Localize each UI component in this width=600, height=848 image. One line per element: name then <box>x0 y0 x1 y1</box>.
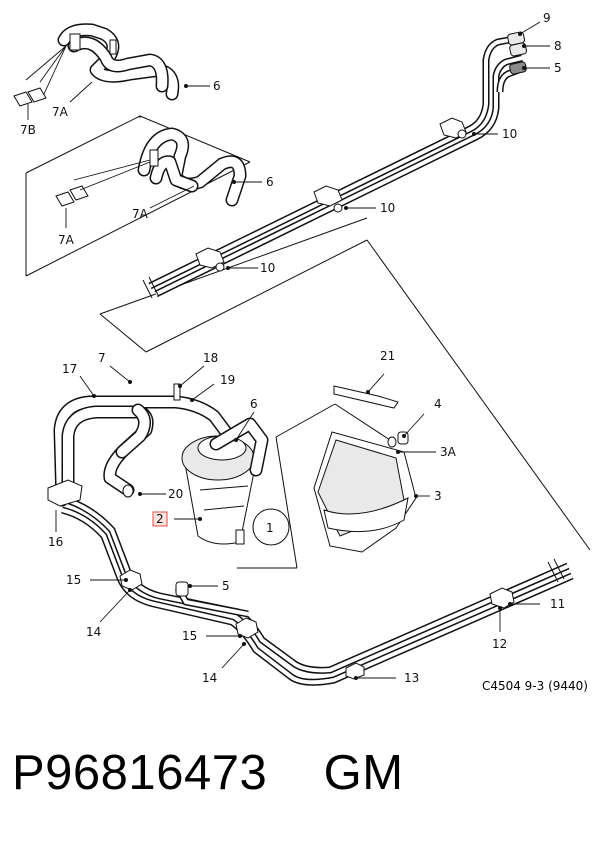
callout-16: 16 <box>48 535 63 549</box>
fuel-filter <box>181 417 290 546</box>
leader-lines <box>25 21 550 680</box>
callout-17: 17 <box>62 362 77 376</box>
upper-hoses <box>13 23 180 107</box>
callout-labels: 9 8 5 10 10 10 6 7A 7B 6 7A 7A 17 7 18 1… <box>20 11 565 685</box>
fuel-line-diagram: 9 8 5 10 10 10 6 7A 7B 6 7A 7A 17 7 18 1… <box>13 11 591 686</box>
detail-frame-upper <box>25 115 251 277</box>
callout-11: 11 <box>550 597 565 611</box>
callout-12: 12 <box>492 637 507 651</box>
callout-10-c: 10 <box>260 261 275 275</box>
left-hose-assembly <box>47 383 239 507</box>
callout-4: 4 <box>434 397 442 411</box>
callout-2-highlighted: 2 <box>156 512 164 526</box>
callout-7b: 7B <box>20 123 36 137</box>
callout-3: 3 <box>434 489 442 503</box>
callout-6-top: 6 <box>213 79 221 93</box>
callout-10-a: 10 <box>502 127 517 141</box>
callout-14-b: 14 <box>202 671 217 685</box>
callout-8: 8 <box>554 39 562 53</box>
part-number-caption: P96816473 GM <box>12 746 404 800</box>
callout-5-mid: 5 <box>222 579 230 593</box>
callout-7: 7 <box>98 351 106 365</box>
callout-1: 1 <box>266 521 274 535</box>
main-frame <box>99 217 591 551</box>
callout-19: 19 <box>220 373 235 387</box>
callout-6-filter: 6 <box>250 397 258 411</box>
lower-clips <box>119 569 515 680</box>
callout-7a-low: 7A <box>58 233 75 247</box>
mid-hoses <box>55 127 247 207</box>
line-connectors-top <box>507 31 528 75</box>
callout-18: 18 <box>203 351 218 365</box>
lower-fuel-lines <box>59 494 574 686</box>
callout-14-a: 14 <box>86 625 101 639</box>
tank-bracket <box>313 385 417 553</box>
callout-6-mid: 6 <box>266 175 274 189</box>
callout-7a-mid: 7A <box>132 207 149 221</box>
callout-10-b: 10 <box>380 201 395 215</box>
line-clips-10 <box>195 117 467 272</box>
callout-3a: 3A <box>440 445 457 459</box>
filter-frame <box>237 403 391 569</box>
callout-13: 13 <box>404 671 419 685</box>
callout-7a-top: 7A <box>52 105 69 119</box>
callout-20: 20 <box>168 487 183 501</box>
callout-15-b: 15 <box>182 629 197 643</box>
callout-15-a: 15 <box>66 573 81 587</box>
main-fuel-lines <box>142 34 526 299</box>
diagram-reference-code: C4504 9-3 (9440) <box>481 679 588 693</box>
callout-9: 9 <box>543 11 551 25</box>
callout-5-top: 5 <box>554 61 562 75</box>
callout-2-highlight-box <box>152 511 168 527</box>
callout-21: 21 <box>380 349 395 363</box>
